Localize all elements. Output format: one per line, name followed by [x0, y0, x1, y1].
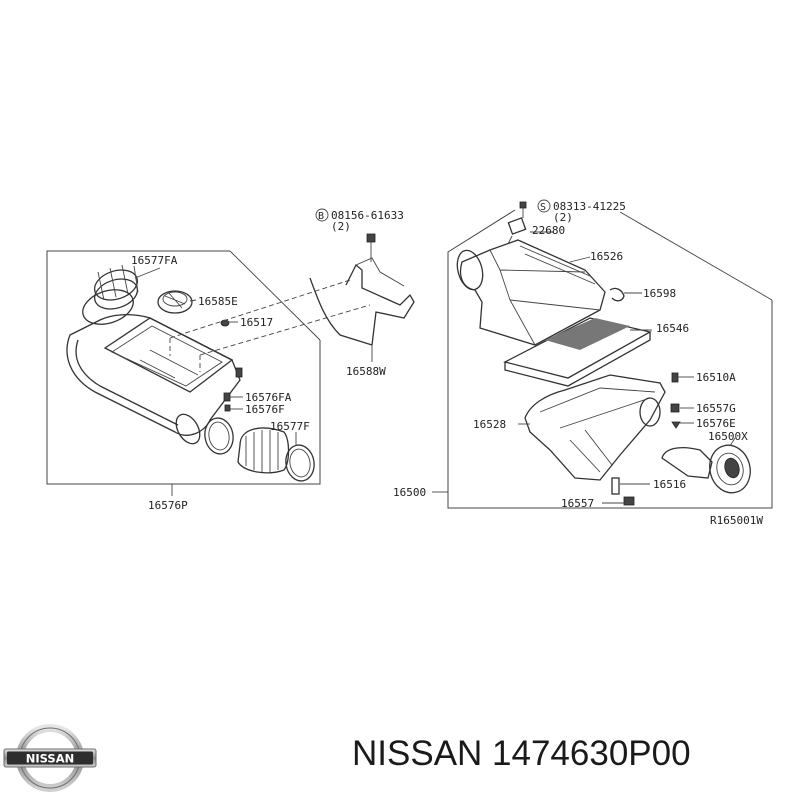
lower-case-part	[518, 374, 666, 481]
callout-pipe-ring: 16577FA	[131, 254, 178, 267]
b-circle-icon	[315, 208, 329, 222]
callout-cap: 16585E	[198, 295, 238, 308]
callout-assembly: 16500	[393, 486, 426, 499]
callout-clamp: 16577F	[270, 420, 310, 433]
left-frame-diagonal	[229, 250, 321, 341]
dashed-connectors	[169, 279, 371, 372]
callout-duct: 16576P	[148, 499, 188, 512]
left-frame	[46, 250, 321, 485]
callout-clip-16598: 16598	[643, 287, 676, 300]
callout-bolt-e: 16576E	[696, 417, 736, 430]
valve-part	[602, 477, 650, 506]
resonator-part	[661, 437, 751, 494]
callout-bolt-f: 16576F	[245, 403, 285, 416]
right-frame	[447, 209, 773, 509]
callout-grommet-g: 16557G	[696, 402, 736, 415]
callout-upper-cover: 16526	[590, 250, 623, 263]
left-leaders	[134, 267, 297, 496]
nissan-logo: NISSAN	[3, 724, 97, 792]
callout-valve: 16516	[653, 478, 686, 491]
filter-part	[503, 317, 652, 387]
part-number-caption: NISSAN 1474630P00	[352, 734, 691, 773]
cap-part	[157, 290, 193, 314]
fastener-b: B 08156-61633 (2)	[315, 208, 404, 233]
callout-sensor: 22680	[532, 224, 565, 237]
brand-footer: NISSAN NISSAN 1474630P00	[0, 700, 800, 800]
bracket-part	[309, 233, 415, 362]
fastener-s-part-no: 08313-41225	[553, 200, 626, 213]
fastener-b-prefix: B	[318, 211, 324, 222]
right-bolts-part	[670, 372, 694, 429]
duct-box-part	[66, 314, 241, 445]
logo-wordmark: NISSAN	[26, 752, 74, 766]
fastener-b-qty: (2)	[331, 220, 351, 233]
fastener-s-prefix: S	[540, 202, 546, 213]
callout-bracket: 16588W	[346, 365, 386, 378]
fastener-s: S 08313-41225 (2)	[519, 199, 626, 224]
left-assembly: 16577FA 16585E 16517 16576FA 16576F 1657…	[46, 233, 415, 512]
pipe-ring-part	[82, 264, 139, 325]
right-assembly: 22680 16526 16598 16546 16510A 16528 165…	[393, 209, 773, 510]
callout-filter: 16546	[656, 322, 689, 335]
callout-lower-case: 16528	[473, 418, 506, 431]
upper-cover-part	[456, 239, 606, 346]
callout-clip: 16517	[240, 316, 273, 329]
fastener-b-part-no: 08156-61633	[331, 209, 404, 222]
clamp-hose-part	[204, 417, 315, 482]
clip-part	[220, 319, 230, 327]
callout-grommet: 16557	[561, 497, 594, 510]
right-frame-diagonal	[619, 211, 773, 301]
callout-resonator: 16500X	[708, 430, 748, 443]
callout-bolt-fa: 16576FA	[245, 391, 292, 404]
clip-16598-part	[609, 287, 642, 302]
s-circle-icon	[537, 199, 551, 213]
callout-bolt-a: 16510A	[696, 371, 736, 384]
fastener-s-qty: (2)	[553, 211, 573, 224]
diagram-ref-code: R165001W	[710, 514, 763, 527]
